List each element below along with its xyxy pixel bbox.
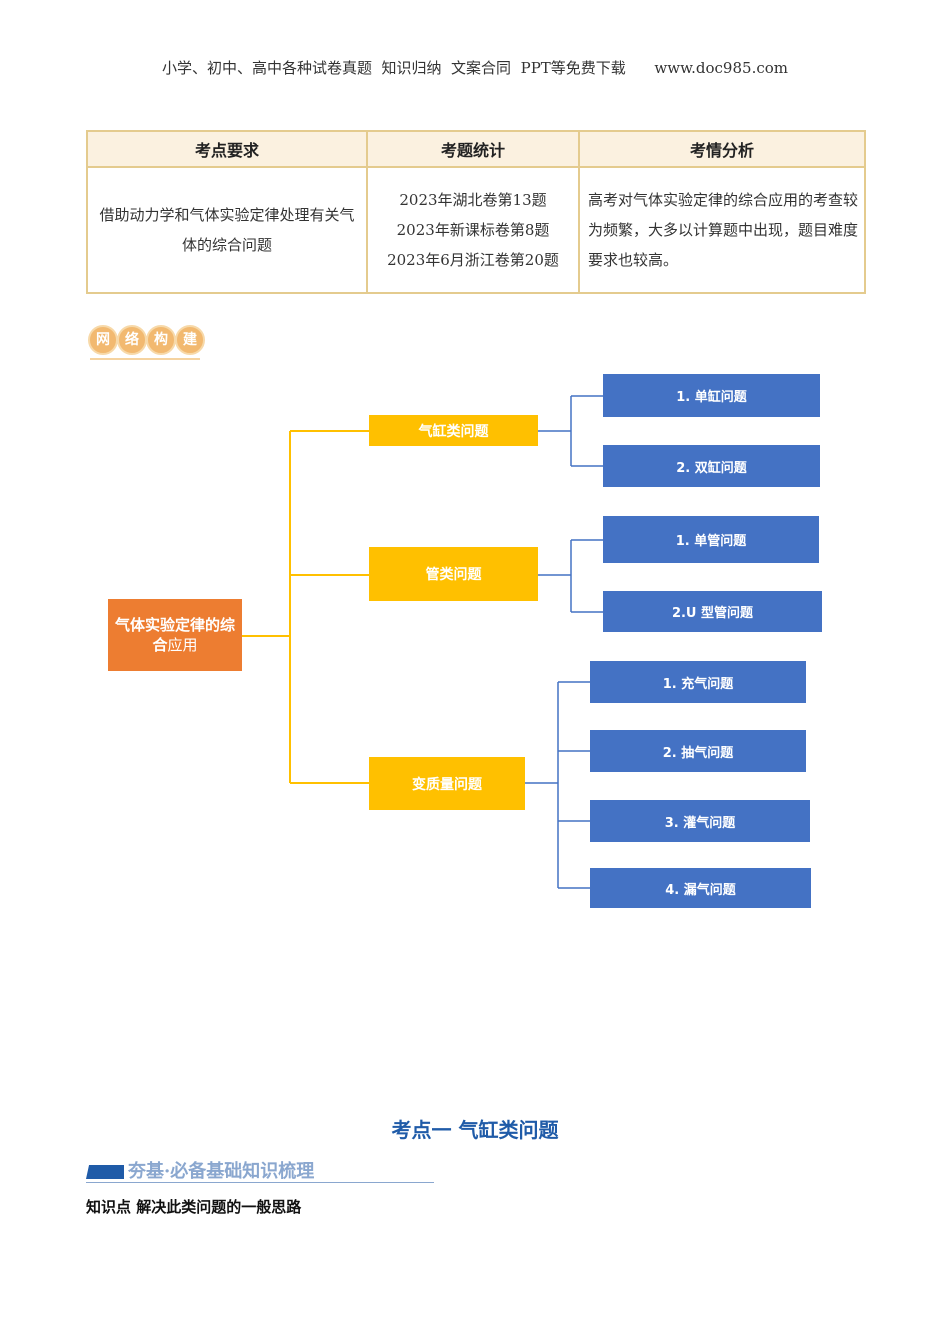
badge-char: 建: [175, 325, 205, 355]
leaf-inflate: 1. 充气问题: [590, 661, 806, 703]
mindmap-root: 气体实验定律的综合应用: [108, 599, 242, 671]
network-badge: 网 络 构 建: [88, 322, 208, 362]
header-statistics: 考题统计: [366, 130, 580, 168]
leaf-single-cylinder: 1. 单缸问题: [603, 374, 820, 417]
exam-info-table: 考点要求 考题统计 考情分析 借助动力学和气体实验定律处理有关气体的综合问题 2…: [86, 130, 866, 294]
root-label-light: 应用: [167, 636, 198, 654]
branch-variable-mass: 变质量问题: [369, 757, 525, 810]
banner-text: 夯基·必备基础知识梳理: [128, 1161, 315, 1182]
leaf-leak: 4. 漏气问题: [590, 868, 811, 908]
analysis-cell: 高考对气体实验定律的综合应用的考查较为频繁，大多以计算题中出现，题目难度要求也较…: [578, 166, 866, 294]
stat-line: 2023年新课标卷第8题: [396, 221, 550, 239]
banner-bar: [86, 1165, 124, 1179]
root-label-bold: 气体实验定律的综合: [114, 616, 235, 654]
requirement-cell: 借助动力学和气体实验定律处理有关气体的综合问题: [86, 166, 368, 294]
leaf-fill: 3. 灌气问题: [590, 800, 810, 842]
badge-char: 网: [88, 325, 118, 355]
stat-line: 2023年6月浙江卷第20题: [387, 251, 559, 269]
header-requirement: 考点要求: [86, 130, 368, 168]
knowledge-point-heading: 知识点 解决此类问题的一般思路: [86, 1198, 302, 1216]
statistics-cell: 2023年湖北卷第13题 2023年新课标卷第8题 2023年6月浙江卷第20题: [366, 166, 580, 294]
section-banner: 夯基·必备基础知识梳理: [86, 1155, 436, 1185]
section-title: 考点一 气缸类问题: [391, 1118, 559, 1142]
branch-tube: 管类问题: [369, 547, 538, 601]
table-row: 借助动力学和气体实验定律处理有关气体的综合问题 2023年湖北卷第13题 202…: [86, 166, 866, 294]
header-analysis: 考情分析: [578, 130, 866, 168]
branch-cylinder: 气缸类问题: [369, 415, 538, 446]
leaf-u-tube: 2.U 型管问题: [603, 591, 822, 632]
leaf-double-cylinder: 2. 双缸问题: [603, 445, 820, 487]
leaf-single-tube: 1. 单管问题: [603, 516, 819, 563]
yellow-connectors: [242, 430, 369, 784]
stat-line: 2023年湖北卷第13题: [399, 191, 547, 209]
page-header: 小学、初中、高中各种试卷真题 知识归纳 文案合同 PPT等免费下载 www.do…: [161, 59, 788, 77]
leaf-extract: 2. 抽气问题: [590, 730, 806, 772]
blue-connectors: [525, 395, 603, 889]
table-header-row: 考点要求 考题统计 考情分析: [86, 130, 866, 168]
badge-underline: [90, 358, 200, 360]
banner-rule: [86, 1182, 434, 1183]
